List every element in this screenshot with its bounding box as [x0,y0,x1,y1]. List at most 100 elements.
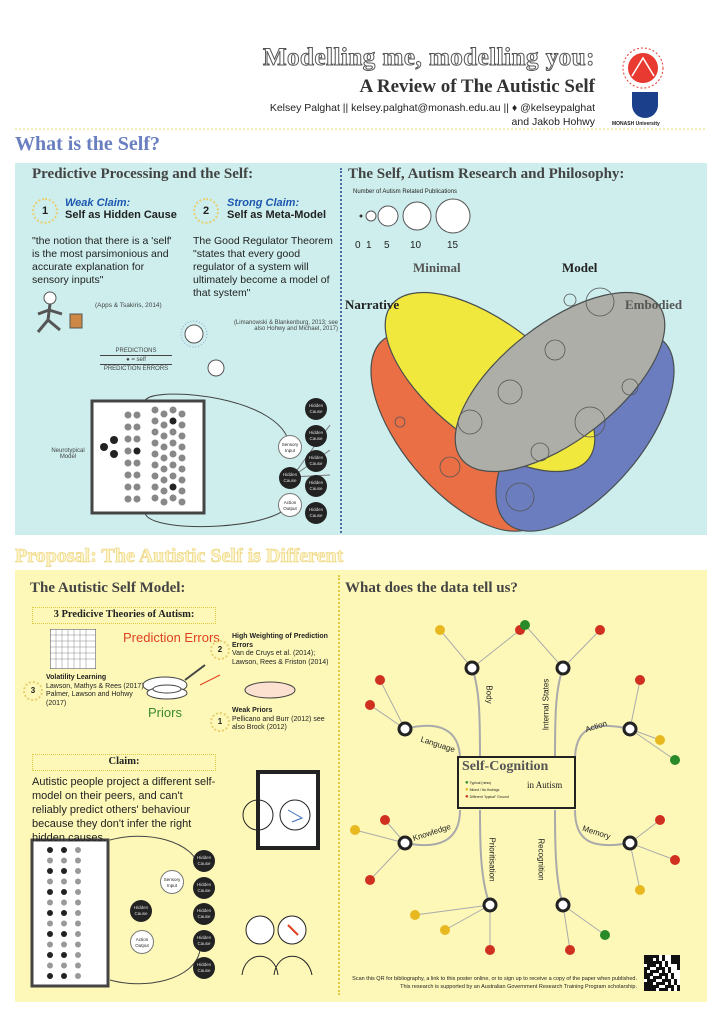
qr-module [647,964,650,967]
dot [151,461,159,469]
pp-heading: Predictive Processing and the Self: [32,166,254,182]
set-embodied: Embodied [625,297,683,312]
dot [160,498,168,506]
dot [47,878,53,885]
dot [169,406,177,414]
dot [151,450,159,458]
dot [133,423,141,431]
qr-module [659,976,662,979]
dot [160,421,168,429]
poster-subtitle: A Review of The Autistic Self [359,76,595,97]
claim2-name: Self as Meta-Model [227,209,327,221]
dot [160,487,168,495]
leaf-link [444,904,491,931]
branch-node [482,897,498,913]
hidden-cause-node: Hidden Cause [305,450,327,472]
dot [151,417,159,425]
dot [61,889,67,895]
legend-title: Number of Autism Related Publications [353,189,458,195]
finding-marker [635,885,645,895]
qr-module [668,985,671,988]
qr-module [662,979,665,982]
legend-value: 1 [366,240,372,251]
priors-title: Priors [148,705,182,720]
qr-code[interactable] [644,955,680,991]
qr-module [656,958,659,961]
qr-module [647,967,650,970]
data-heading: What does the data tell us? [345,580,518,596]
qr-module [662,958,665,961]
dot [47,847,53,853]
dot [75,857,81,864]
dot [169,439,177,447]
qr-module [650,985,653,988]
dot [75,878,81,885]
qr-module [653,985,656,988]
hidden-cause-node: Hidden Cause [193,850,215,872]
authors-line1: Kelsey Palghat || kelsey.palghat@monash.… [269,102,595,114]
qr-module [644,961,647,964]
branch-node [555,660,571,676]
qr-module [659,973,662,976]
qr-module [647,982,650,985]
dot [151,428,159,436]
dot [75,910,81,916]
leaf-link [562,904,606,936]
dot [61,920,67,927]
legend-value: 10 [410,240,422,251]
qr-module [653,976,656,979]
dot [151,406,159,414]
qr-module [653,964,656,967]
qr-module [662,973,665,976]
qr-module [668,982,671,985]
qr-module [677,964,680,967]
neurotypical-model-diagram [90,393,331,528]
qr-module [671,985,674,988]
dot [124,423,132,431]
dot [124,435,132,443]
finding-marker [410,910,420,920]
leaf-link [629,842,676,861]
qr-module [647,985,650,988]
dot [61,899,67,906]
column-divider [340,168,342,533]
legend-mixed: ● Mixed / No findings [465,787,500,793]
dot [47,899,53,906]
qr-module [656,982,659,985]
legend-values: 0 1 5 10 15 [355,240,475,254]
dot [75,973,81,979]
section-title-proposal: Proposal: The Autistic Self is Different [15,545,344,568]
finding-marker [435,625,445,635]
dot [75,889,81,895]
claim2-title: Strong Claim:Self as Meta-Model [227,197,326,221]
dot [178,421,186,429]
legend-different: ● Different "typical" Ground [465,794,509,800]
claim2-cite: (Limanowski & Blankenburg, 2013; see als… [233,320,338,332]
venn-diagram [370,287,675,532]
venn-heading: The Self, Autism Research and Philosophy… [348,166,625,182]
dot [169,483,177,491]
branch-node [622,835,638,851]
finding-marker [350,825,360,835]
branch-node [464,660,480,676]
dot [47,962,53,969]
claim1-quote: "the notion that there is a 'self' is th… [32,235,172,286]
qr-module [662,967,665,970]
theory2-number: 2 [210,640,230,660]
claim2-quote: The Good Regulator Theorem "states that … [193,235,333,299]
qr-module [644,973,647,976]
qr-module [656,955,659,958]
qr-module [665,973,668,976]
proposal-panel [15,570,707,1002]
monash-logo-text: MONASH University [612,121,660,127]
qr-module [650,973,653,976]
dot [47,920,53,927]
claim2-number: 2 [193,198,219,224]
qr-module [677,961,680,964]
figure-running-icon [36,291,83,333]
qr-module [656,967,659,970]
qr-module [656,961,659,964]
claim-text: Autistic people project a different self… [32,776,216,844]
dot [75,920,81,927]
